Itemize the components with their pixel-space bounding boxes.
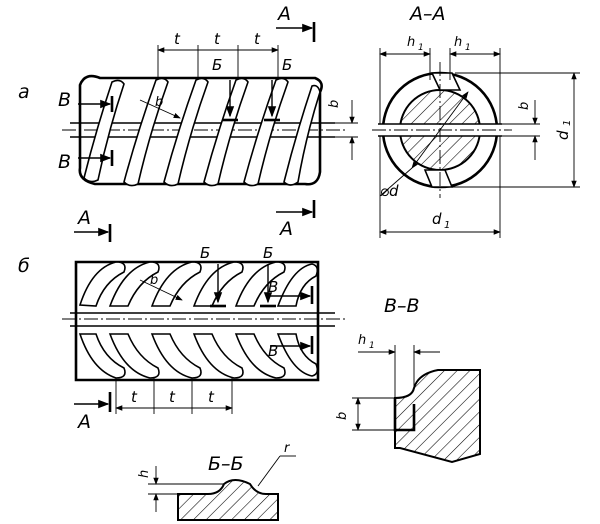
svg-text:1: 1: [444, 220, 450, 231]
cut-markers-aa-top: А А: [276, 3, 316, 240]
svg-text:t: t: [214, 30, 221, 48]
cut-markers-aa-b: А А: [74, 207, 112, 433]
svg-text:t: t: [169, 388, 176, 406]
pitch-dimension-b: t t t: [115, 378, 233, 414]
svg-text:b: b: [150, 273, 158, 288]
svg-text:А: А: [278, 218, 293, 240]
svg-text:1: 1: [369, 341, 375, 351]
section-b-markers-b: Б Б: [200, 244, 276, 308]
svg-text:1: 1: [562, 120, 573, 126]
d1-horizontal-aa: d 1: [379, 136, 501, 238]
svg-text:b: b: [517, 102, 532, 110]
section-aa-title: А–А: [408, 3, 446, 25]
svg-text:А: А: [76, 411, 91, 433]
svg-text:h: h: [454, 35, 462, 50]
variant-a-view: а t t t Б Б: [18, 3, 358, 240]
svg-text:h: h: [407, 35, 415, 50]
variant-a-label: а: [18, 81, 30, 103]
svg-text:В: В: [58, 151, 71, 173]
svg-text:t: t: [254, 30, 261, 48]
svg-text:1: 1: [418, 43, 424, 53]
svg-text:b: b: [155, 95, 163, 110]
transverse-ribs-a: [83, 77, 321, 187]
svg-text:b: b: [327, 100, 342, 108]
svg-text:b: b: [335, 412, 350, 420]
pitch-dimension-a: t t t: [157, 30, 279, 80]
variant-b-view: б b Б Б: [18, 207, 345, 433]
svg-text:Б: Б: [282, 56, 292, 74]
svg-text:А: А: [276, 3, 291, 25]
section-v-markers-b: В В: [268, 278, 314, 360]
svg-text:h: h: [358, 333, 366, 348]
svg-text:r: r: [284, 441, 291, 456]
transverse-ribs-b: [78, 261, 319, 379]
svg-text:Б: Б: [263, 244, 273, 262]
variant-b-label: б: [18, 255, 30, 277]
svg-text:t: t: [208, 388, 215, 406]
svg-text:d: d: [432, 210, 442, 228]
svg-text:h: h: [137, 470, 152, 478]
svg-text:В: В: [268, 278, 278, 296]
section-bb-title: Б–Б: [208, 453, 244, 475]
svg-text:⌀d: ⌀d: [380, 182, 399, 200]
section-vv-title: В–В: [384, 295, 420, 317]
section-b-markers-a: Б Б: [212, 56, 292, 122]
svg-text:t: t: [131, 388, 138, 406]
svg-text:В: В: [268, 342, 278, 360]
svg-text:t: t: [174, 30, 181, 48]
section-v-markers-a: В В: [58, 89, 114, 173]
svg-text:1: 1: [465, 43, 471, 53]
svg-text:А: А: [76, 207, 91, 229]
b1-dimension-aa: b: [502, 100, 540, 160]
svg-text:Б: Б: [200, 244, 210, 262]
svg-text:В: В: [58, 89, 71, 111]
b1-dimension-a: b: [322, 100, 358, 160]
svg-text:d: d: [554, 130, 572, 140]
svg-text:Б: Б: [212, 56, 222, 74]
d1-vertical-aa: d 1: [450, 72, 580, 188]
section-bb: Б–Б h r: [137, 441, 296, 521]
